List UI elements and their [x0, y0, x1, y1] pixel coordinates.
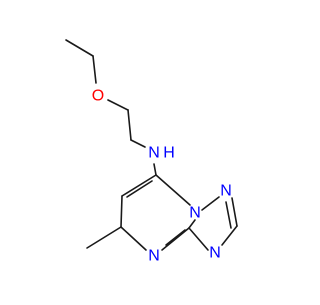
- bond-c7-n1: [155, 174, 191, 206]
- bond-ch2-ch2: [127, 109, 132, 141]
- bridge-nitrogen-label: N: [189, 205, 201, 222]
- bond-c7-c6-double: [126, 180, 153, 198]
- bond-n3-c3a: [188, 227, 209, 251]
- triazole-top-nitrogen-label: N: [220, 183, 232, 200]
- bond-c6-c5: [120, 195, 123, 228]
- molecule-diagram: O N H N N N N: [65, 39, 238, 265]
- bonds: [65, 39, 238, 251]
- bond-ch3-ch2: [65, 39, 94, 57]
- bond-ch2-o: [92, 55, 97, 84]
- pyrimidine-nitrogen-label: N: [148, 248, 160, 265]
- bond-n2-c-double: [225, 201, 232, 229]
- bond-n2-c: [231, 197, 238, 227]
- amine-nitrogen-label: N: [148, 145, 160, 162]
- structure-canvas: O N H N N N N: [65, 39, 238, 265]
- bond-o-ch2: [107, 99, 129, 111]
- bond-c3a-n1: [188, 219, 196, 229]
- amine-hydrogen-label: H: [163, 145, 175, 162]
- bond-nh-c7: [153, 163, 157, 176]
- atom-labels: O N H N N N N: [92, 88, 232, 265]
- bond-n4-c3a-double: [165, 229, 186, 246]
- triazole-bottom-nitrogen-label: N: [209, 245, 221, 262]
- bond-n4-c3a: [161, 227, 190, 251]
- bond-c7-c6: [121, 174, 157, 197]
- bond-ch2-nh: [130, 139, 146, 148]
- bond-c5-n4: [120, 226, 147, 251]
- bond-n1-n2: [201, 196, 220, 211]
- bond-c5-methyl: [86, 226, 122, 249]
- oxygen-atom-label: O: [92, 88, 104, 105]
- bond-c-n3: [221, 225, 238, 246]
